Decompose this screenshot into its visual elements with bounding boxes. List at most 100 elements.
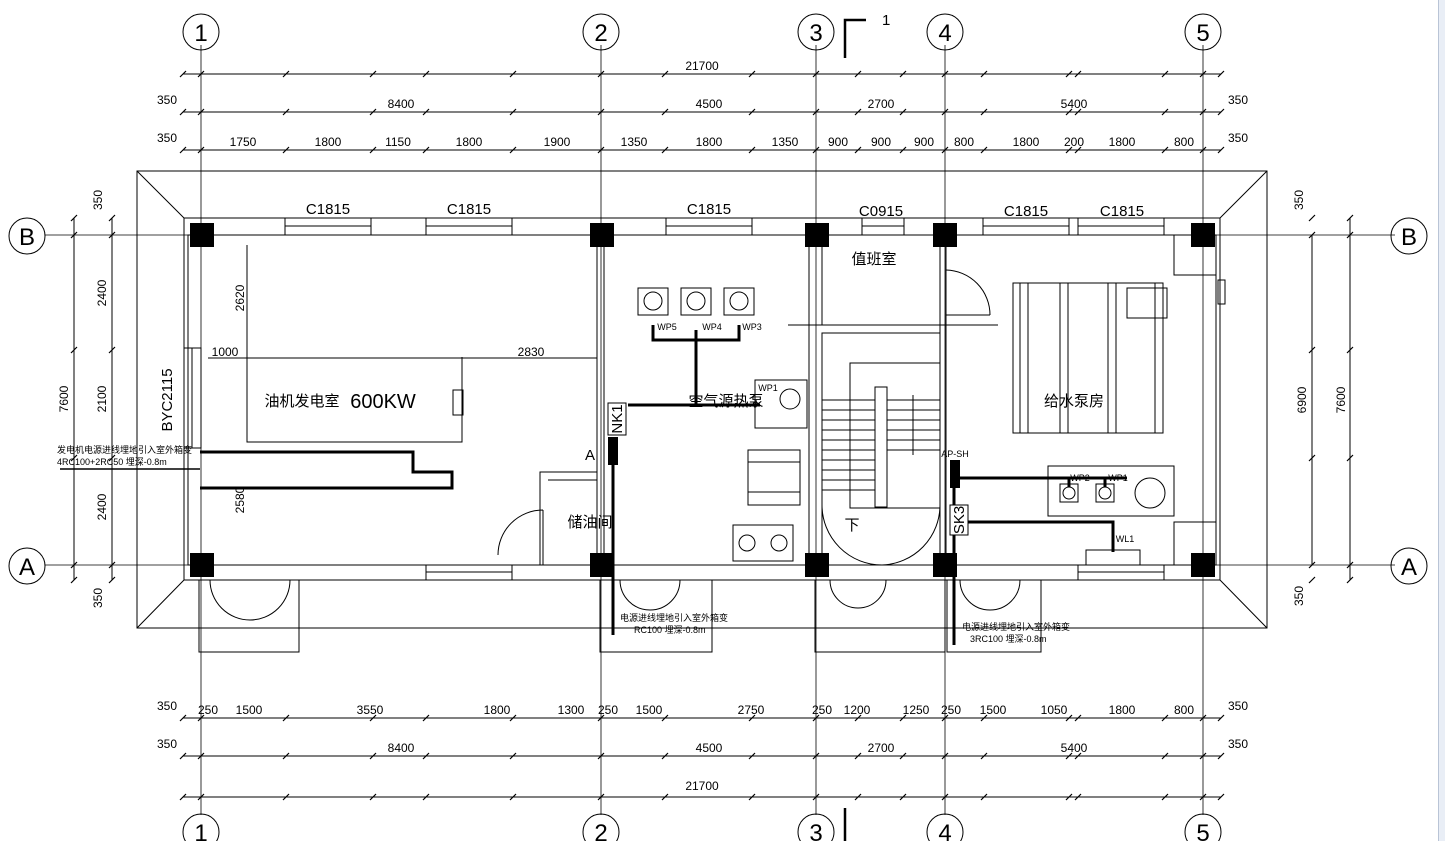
window-label-3: C1815 bbox=[687, 201, 731, 218]
dimension-tick bbox=[108, 231, 116, 239]
dimension-tick bbox=[369, 793, 377, 801]
dimension-tick bbox=[108, 576, 116, 584]
dimension-tick bbox=[812, 146, 820, 154]
dim-generator-length: 2830 bbox=[518, 345, 545, 359]
label-nk1: NK1 bbox=[609, 404, 626, 433]
dimension-tick bbox=[899, 70, 907, 78]
dimension-tick bbox=[597, 752, 605, 760]
dimension-tick bbox=[748, 146, 756, 154]
grid-label-2-top: 2 bbox=[594, 20, 607, 47]
dim-top-total: 21700 bbox=[685, 59, 719, 73]
grid-label-a-right: A bbox=[1401, 554, 1417, 581]
dimension-tick bbox=[282, 752, 290, 760]
dimension-tick bbox=[597, 108, 605, 116]
grid-label-4-top: 4 bbox=[938, 20, 951, 47]
scrollbar-track[interactable] bbox=[1438, 0, 1445, 841]
note-right-title: 电源进线埋地引入室外箱变 bbox=[962, 621, 1070, 632]
dim-top-detail-10: 900 bbox=[871, 135, 891, 149]
dim-top-main-1: 8400 bbox=[388, 97, 415, 111]
dim-top-detail-9: 900 bbox=[828, 135, 848, 149]
grid-label-a-left: A bbox=[19, 554, 35, 581]
dim-bottom-edge-left-2: 350 bbox=[157, 737, 177, 751]
dimension-tick bbox=[1074, 752, 1082, 760]
dimension-tick bbox=[1161, 714, 1169, 722]
dimension-tick bbox=[812, 752, 820, 760]
dimension-tick bbox=[422, 793, 430, 801]
roof-outline bbox=[136, 170, 1268, 629]
dimension-tick bbox=[941, 108, 949, 116]
dimension-tick bbox=[854, 752, 862, 760]
dimension-tick bbox=[108, 454, 116, 462]
dimension-tick bbox=[854, 793, 862, 801]
dimension-tick bbox=[1308, 576, 1316, 584]
label-ap-sh: AP-SH bbox=[941, 449, 969, 459]
dimension-tick bbox=[1074, 714, 1082, 722]
dim-top-detail-4: 1800 bbox=[456, 135, 483, 149]
dimension-tick bbox=[509, 714, 517, 722]
dim-top-edge-right-1: 350 bbox=[1228, 93, 1248, 107]
dimension-tick bbox=[899, 714, 907, 722]
dimension-tick bbox=[1065, 752, 1073, 760]
grid-label-1-bottom: 1 bbox=[194, 820, 207, 841]
dimension-tick bbox=[1161, 146, 1169, 154]
dimension-tick bbox=[1161, 108, 1169, 116]
dimension-tick bbox=[509, 146, 517, 154]
dimension-tick bbox=[422, 70, 430, 78]
dimension-tick bbox=[197, 714, 205, 722]
dimension-tick bbox=[597, 70, 605, 78]
dimension-tick bbox=[748, 793, 756, 801]
dimension-tick bbox=[1074, 793, 1082, 801]
dimension-tick bbox=[854, 146, 862, 154]
dim-left-part-3: 2400 bbox=[95, 493, 109, 520]
dim-right-edge-top: 350 bbox=[1292, 190, 1306, 210]
note-right-spec: 3RC100 埋深-0.8m bbox=[970, 634, 1047, 644]
grid-label-5-bottom: 5 bbox=[1196, 820, 1209, 841]
grid-label-1-top: 1 bbox=[194, 20, 207, 47]
dimension-tick bbox=[369, 108, 377, 116]
dimension-tick bbox=[1065, 714, 1073, 722]
dim-right-edge-bottom: 350 bbox=[1292, 586, 1306, 606]
dim-left-total: 7600 bbox=[57, 385, 71, 412]
label-wp4: WP4 bbox=[702, 322, 722, 332]
dim-bottom-detail-5: 1300 bbox=[558, 703, 585, 717]
dim-right-total: 7600 bbox=[1334, 386, 1348, 413]
dimension-tick bbox=[1199, 108, 1207, 116]
dim-bottom-detail-8: 2750 bbox=[738, 703, 765, 717]
dimension-tick bbox=[1199, 146, 1207, 154]
dim-generator-bottom: 2580 bbox=[233, 486, 247, 513]
dim-left-part-1: 2400 bbox=[95, 279, 109, 306]
dim-bottom-total: 21700 bbox=[685, 779, 719, 793]
section-number: 1 bbox=[882, 12, 890, 29]
dimension-tick bbox=[197, 146, 205, 154]
dim-top-detail-1: 1750 bbox=[230, 135, 257, 149]
dimension-tick bbox=[197, 793, 205, 801]
room-duty: 值班室 bbox=[851, 251, 896, 268]
dimension-tick bbox=[1199, 793, 1207, 801]
dimension-tick bbox=[1199, 70, 1207, 78]
dim-bottom-detail-4: 1800 bbox=[484, 703, 511, 717]
dimension-tick bbox=[661, 146, 669, 154]
dimension-tick bbox=[282, 70, 290, 78]
dim-top-edge-left-2: 350 bbox=[157, 131, 177, 145]
dim-bottom-detail-11: 1250 bbox=[903, 703, 930, 717]
dimension-tick bbox=[812, 108, 820, 116]
dim-bottom-main-4: 5400 bbox=[1061, 741, 1088, 755]
label-wp1-air: WP1 bbox=[758, 383, 778, 393]
dimension-tick bbox=[179, 793, 187, 801]
dimension-tick bbox=[422, 146, 430, 154]
window-label-1: C1815 bbox=[306, 201, 350, 218]
dimension-tick bbox=[1161, 752, 1169, 760]
label-sk3: SK3 bbox=[951, 506, 968, 534]
dimension-tick bbox=[899, 146, 907, 154]
dimension-tick bbox=[1308, 231, 1316, 239]
dimension-tick bbox=[854, 714, 862, 722]
dimension-tick bbox=[369, 752, 377, 760]
dimension-tick bbox=[748, 70, 756, 78]
dim-top-detail-2: 1800 bbox=[315, 135, 342, 149]
dimension-tick bbox=[179, 70, 187, 78]
dim-top-detail-8: 1350 bbox=[772, 135, 799, 149]
dim-generator-width: 1000 bbox=[212, 345, 239, 359]
dimension-tick bbox=[661, 752, 669, 760]
dimension-tick bbox=[812, 793, 820, 801]
dimension-tick bbox=[854, 70, 862, 78]
